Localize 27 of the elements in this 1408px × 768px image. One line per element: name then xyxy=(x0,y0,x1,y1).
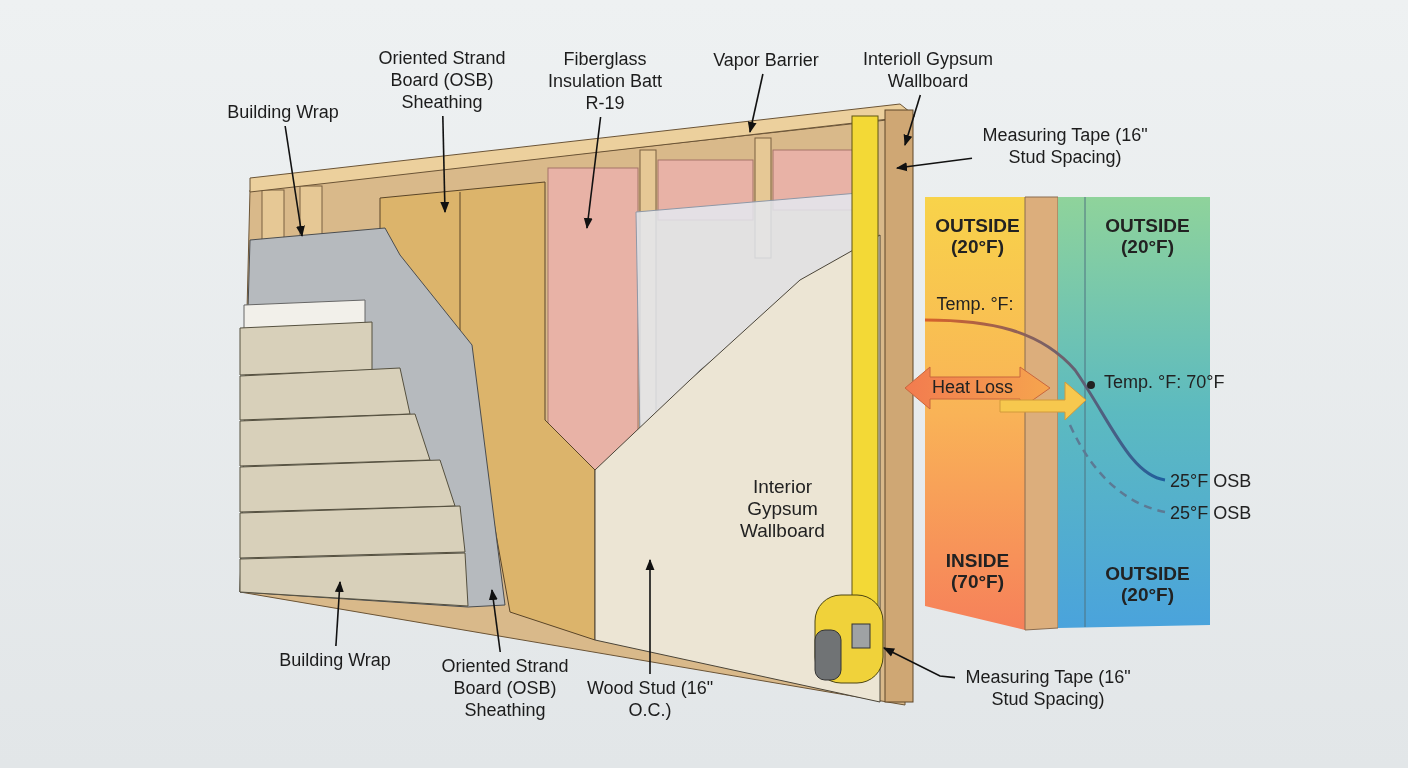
zone-label: INSIDE (70°F) xyxy=(944,550,1011,592)
zone-label: OUTSIDE (20°F) xyxy=(1104,215,1191,257)
leader-line xyxy=(440,115,450,214)
leader-line xyxy=(883,647,956,679)
callout-label: Fiberglass Insulation Batt R-19 xyxy=(545,48,665,114)
leader-line xyxy=(747,73,764,134)
heat-loss-label: Heat Loss xyxy=(930,377,1014,398)
callout-label: Vapor Barrier xyxy=(700,49,832,71)
temperature-label: 25°F OSB xyxy=(1170,503,1253,524)
leader-line xyxy=(334,580,344,647)
callout-label: Interioll Gypsum Wallboard xyxy=(838,48,1018,92)
part-label: Interior Gypsum Wallboard xyxy=(739,476,826,542)
callout-label: Building Wrap xyxy=(215,101,351,123)
leader-line xyxy=(284,125,305,238)
leader-line xyxy=(903,94,922,147)
temperature-label: 25°F OSB xyxy=(1170,471,1253,492)
leader-line xyxy=(895,157,973,172)
callout-label: Building Wrap xyxy=(265,649,405,671)
callout-label: Measuring Tape (16" Stud Spacing) xyxy=(975,124,1155,168)
zone-label: OUTSIDE (20°F) xyxy=(1104,563,1191,605)
leader-line xyxy=(645,558,655,675)
callout-label: Measuring Tape (16" Stud Spacing) xyxy=(958,666,1138,710)
zone-label: OUTSIDE (20°F) xyxy=(934,215,1021,257)
temperature-label: Temp. °F: xyxy=(935,294,1015,315)
leader-line xyxy=(583,116,602,230)
callout-label: Oriented Strand Board (OSB) Sheathing xyxy=(352,47,532,113)
callout-label: Wood Stud (16" O.C.) xyxy=(570,677,730,721)
